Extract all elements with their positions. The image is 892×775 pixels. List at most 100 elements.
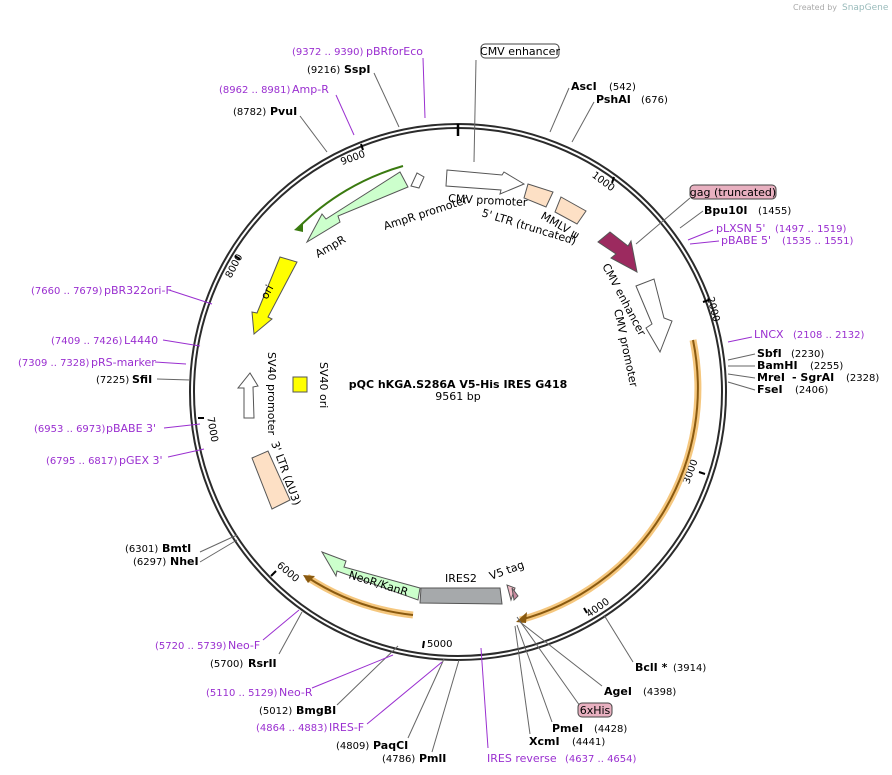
plasmid-name: pQC hKGA.S286A V5-His IRES G418: [349, 378, 568, 391]
mrei-sep: - SgrAI: [792, 371, 834, 384]
neor-name: Neo-R: [279, 686, 313, 699]
agei-name: AgeI: [604, 685, 632, 698]
created-by-text: Created by: [793, 3, 837, 12]
asci-pos: (542): [609, 82, 636, 93]
plxsn5-range: (1497 .. 1519): [775, 224, 847, 235]
pgex3-name: pGEX 3': [119, 454, 163, 467]
neor-leader: [311, 654, 394, 689]
xcmi-pos: (4441): [572, 737, 605, 748]
bmti-pos: (6301): [125, 544, 158, 555]
ampr-label: AmpR: [313, 233, 348, 261]
pbrforeco-range: (9372 .. 9390): [292, 47, 364, 58]
mrei-name: MreI: [757, 371, 785, 384]
sfii-leader: [156, 378, 191, 381]
pbabe5-leader: [689, 240, 720, 245]
rsrii-pos: (5700): [210, 659, 243, 670]
bcli-leader: [603, 614, 634, 663]
iresf-name: IRES-F: [329, 721, 364, 734]
iresrev-range: (4637 .. 4654): [565, 754, 637, 765]
nhei-leader: [199, 539, 238, 563]
neo-arc: [306, 576, 414, 616]
l4440-range: (7409 .. 7426): [51, 336, 123, 347]
xcmi-leader: [514, 625, 531, 735]
sspi-name: SspI: [344, 63, 370, 76]
pmli-name: PmlI: [419, 752, 446, 765]
bpu10i-pos: (1455): [758, 206, 791, 217]
ampr-arc: [297, 165, 404, 229]
pshai-name: PshAI: [596, 93, 631, 106]
pmei-pos: (4428): [594, 724, 627, 735]
pbabe3-name: pBABE 3': [106, 422, 156, 435]
neof-name: Neo-F: [228, 639, 260, 652]
cmv-promoter-arrow: [445, 169, 526, 195]
l4440-leader: [162, 339, 201, 347]
rsrii-name: RsrII: [248, 657, 277, 670]
bmgbi-leader: [336, 645, 399, 706]
ampr-primer-leader: [335, 94, 355, 136]
neo-arc-arrowhead: [303, 575, 315, 583]
pbr322ori-leader: [168, 289, 213, 305]
iresf-range: (4864 .. 4883): [256, 723, 328, 734]
mrei-leader: [727, 373, 756, 379]
bcli-name: BclI *: [635, 661, 668, 674]
ires2-feature: [419, 587, 503, 605]
paqci-pos: (4809): [336, 741, 369, 752]
sfii-name: SfiI: [132, 373, 152, 386]
bmti-leader: [199, 534, 238, 553]
bmti-name: BmtI: [162, 542, 191, 555]
ampr-arc-arrowhead: [294, 222, 303, 232]
ampr-primer-range: (8962 .. 8981): [219, 85, 291, 96]
bcli-pos: (3914): [673, 663, 706, 674]
ampr-feature: [305, 171, 409, 244]
ampr-promoter-label: AmpR promoter: [382, 193, 470, 233]
xcmi-name: XcmI: [529, 735, 560, 748]
fsei-name: FseI: [757, 383, 783, 396]
sspi-leader: [373, 72, 400, 128]
tick-label-2000: 2000: [704, 296, 721, 323]
bmgbi-pos: (5012): [259, 706, 292, 717]
lncx-range: (2108 .. 2132): [793, 330, 865, 341]
ampr-primer-name: Amp-R: [292, 83, 329, 96]
iresrev-leader: [480, 647, 489, 749]
iresrev-name: IRES reverse: [487, 752, 557, 765]
asci-name: AscI: [571, 80, 597, 93]
ires2-label: IRES2: [445, 572, 477, 585]
gag-leader: [635, 197, 691, 245]
fsei-leader: [727, 381, 756, 391]
pbabe5-name: pBABE 5': [721, 234, 771, 247]
sbfi-name: SbfI: [757, 347, 782, 360]
iresf-leader: [366, 661, 443, 725]
lncx-name: LNCX: [754, 328, 784, 341]
neo-label: NeoR/KanR: [347, 568, 410, 599]
pmli-leader: [431, 659, 460, 753]
pbabe3-leader: [163, 423, 201, 429]
snapgene-logo: SnapGene: [842, 3, 889, 13]
bpu10i-name: Bpu10I: [704, 204, 748, 217]
sv40-promoter-label: SV40 promoter: [265, 352, 278, 436]
agei-pos: (4398): [643, 687, 676, 698]
plxsn5-name: pLXSN 5': [716, 222, 765, 235]
ltr3-feature: [251, 450, 291, 510]
prs-leader: [154, 361, 187, 365]
pvui-pos: (8782): [233, 107, 266, 118]
pshai-leader: [571, 101, 595, 143]
sspi-pos: (9216): [307, 65, 340, 76]
l4440-name: L4440: [124, 334, 158, 347]
bamhi-pos: (2255): [810, 361, 843, 372]
sfii-pos: (7225): [96, 375, 129, 386]
bamhi-name: BamHI: [757, 359, 798, 372]
prs-range: (7309 .. 7328): [18, 358, 90, 369]
pvui-leader: [299, 115, 328, 153]
his-box: [577, 702, 613, 718]
tick-label-6000: 6000: [274, 560, 301, 585]
rsrii-leader: [278, 611, 303, 655]
his-label: 6xHis: [580, 704, 611, 717]
gag-label: gag (truncated): [690, 186, 776, 199]
cmv-enhancer-top-label: CMV enhancer: [480, 45, 560, 58]
agei-leader: [519, 621, 603, 687]
neof-leader: [262, 609, 300, 641]
nhei-name: NheI: [170, 555, 199, 568]
cmv-enhancer-top-leader: [473, 59, 477, 163]
ltr5-feature: [523, 183, 554, 208]
